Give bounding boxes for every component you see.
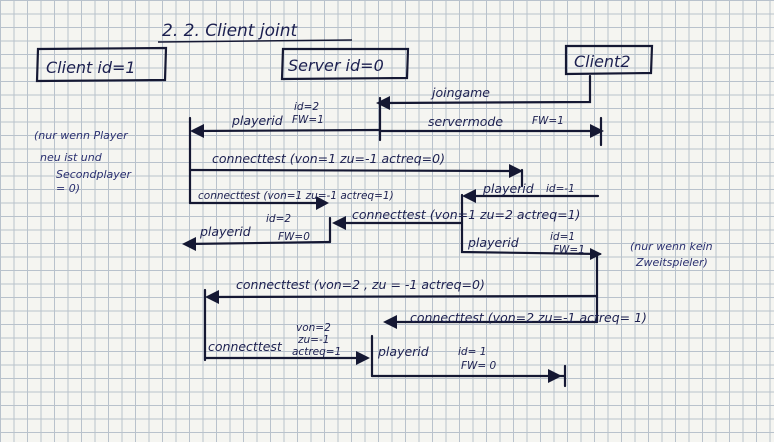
note-left-line3: Secondplayer [56,168,133,181]
playerid-5-label: playerid [377,344,429,359]
connecttest-4-arrow [207,294,599,299]
servermode-fw: FW=1 [532,115,564,127]
playerid-4-id: id=1 [550,231,575,243]
actor-server: Server id=0 [280,47,410,81]
actor-client2: Client2 [564,44,654,76]
playerid-1-id: id=2 [294,101,319,113]
playerid-2-arrowhead [462,189,476,203]
playerid-2-label: playerid [482,181,534,196]
playerid-2-id: id=-1 [546,183,575,195]
connecttest-5-arrowhead [383,315,397,329]
connecttest-2-label: connecttest (von=1 zu=-1 actreq=1) [198,190,394,202]
playerid-5-arrowhead [548,369,562,383]
connecttest-3-arrowhead [332,216,346,230]
playerid-4-fw: FW=1 [553,244,585,256]
connecttest-4-arrowhead [205,290,219,304]
connecttest-1-arrow [188,168,522,173]
connecttest-6-act: actreq=1 [292,346,341,358]
actor-server-label: Server id=0 [288,56,384,75]
connecttest-6-zu: zu=-1 [297,334,329,346]
connecttest-2-arrowhead [316,196,329,210]
title-underline [157,39,353,43]
connecttest-4-label: connecttest (von=2 , zu = -1 actreq=0) [236,277,485,292]
playerid-3-arrow [184,240,332,246]
connecttest-3-label: connecttest (von=1 zu=2 actreq=1) [352,207,580,222]
note-right-line1: (nur wenn kein [630,240,713,253]
playerid-3-id: id=2 [266,213,291,225]
playerid-3-arrowhead [182,237,196,251]
playerid-1-arrow [191,128,382,133]
playerid-5-fw: FW= 0 [461,360,497,372]
note-left-line2: neu ist und [40,151,103,164]
connecttest-1-arrowhead [509,164,523,178]
playerid-1-label: playerid [231,113,283,128]
playerid-1-fw: FW=1 [292,114,324,126]
connecttest-6-von: von=2 [296,322,331,334]
connecttest-6-label: connecttest [208,339,283,354]
playerid-1-arrowhead [190,124,204,138]
playerid-3-fw: FW=0 [278,231,310,243]
playerid-5-id: id= 1 [458,346,486,358]
servermode-arrowhead [590,124,604,138]
playerid-4-label: playerid [467,235,519,250]
note-right-line2: Zweitspieler) [635,256,708,269]
server-lifeline-loop [460,193,602,256]
joingame-arrowhead [376,96,390,110]
note-left-line4: = 0) [56,182,80,195]
joingame-label: joingame [430,85,490,100]
actor-client1: Client id=1 [35,46,168,83]
page-title: 2. 2. Client joint [162,21,298,41]
connecttest-1-label: connecttest (von=1 zu=-1 actreq=0) [212,151,445,166]
connecttest-5-label: connecttest (von=2 zu=-1 actreq= 1) [410,310,647,325]
servermode-label: servermode [428,114,503,129]
actor-client2-label: Client2 [574,52,631,71]
playerid-4-arrowhead [590,248,602,260]
connecttest-6-arrowhead [356,351,370,365]
client2-joingame-line [381,74,592,105]
actor-client1-label: Client id=1 [46,58,136,77]
note-left-line1: (nur wenn Player [34,129,129,142]
playerid-3-label: playerid [199,224,251,239]
